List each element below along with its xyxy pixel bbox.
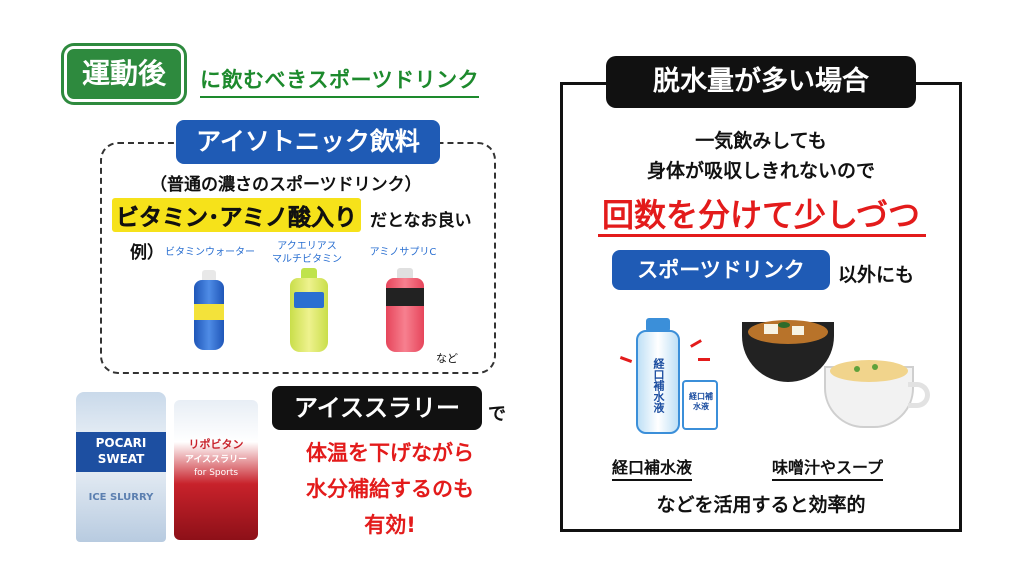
pouch-text: for Sports xyxy=(193,468,239,478)
emphasis-underline xyxy=(598,234,926,237)
pouch-text: ICE SLURRY xyxy=(88,492,154,503)
bottle-aminosupli-image xyxy=(384,268,426,352)
pouch-text: アイススラリー xyxy=(184,455,248,465)
isotonic-note: （普通の濃さのスポーツドリンク） xyxy=(150,175,422,195)
ice-slurry-line-3: 有効! xyxy=(364,513,416,537)
dehydration-line-2: 身体が吸収しきれないので xyxy=(646,160,875,182)
item-oral-rehydration: 経口補水液 xyxy=(612,454,693,481)
dehydration-emphasis: 回数を分けて少しづつ xyxy=(601,196,921,234)
ice-slurry-particle: で xyxy=(488,404,506,425)
product-label-vitaminwater: ビタミンウォーター xyxy=(165,247,255,258)
miso-soup-icon xyxy=(742,312,834,392)
dehydration-title: 脱水量が多い場合 xyxy=(606,56,916,108)
sports-drink-pill: スポーツドリンク xyxy=(612,250,830,290)
example-label: 例） xyxy=(130,243,164,263)
pouch-text: POCARI xyxy=(95,436,147,450)
item-miso-soup: 味噌汁やスープ xyxy=(772,454,884,481)
pocari-ice-slurry-image: POCARI SWEAT ICE SLURRY xyxy=(76,392,166,542)
pouch-text: SWEAT xyxy=(97,452,145,466)
soup-cup-icon xyxy=(824,352,932,434)
lipovitan-ice-slurry-image: リポビタン アイススラリー for Sports xyxy=(174,400,258,540)
dehydration-line-1: 一気飲みしても xyxy=(695,130,827,152)
products-etc: など xyxy=(436,352,458,365)
product-label-aminosupli: アミノサプリC xyxy=(369,247,437,258)
ors-bottle-text: 経口補水液 xyxy=(652,358,665,413)
ors-box-text: 経口補水液 xyxy=(689,392,713,411)
ice-slurry-line-2: 水分補給するのも xyxy=(306,477,474,501)
ice-slurry-line-1: 体温を下げながら xyxy=(306,441,474,465)
pouch-text: リポビタン xyxy=(188,438,244,451)
badge-after-exercise: 運動後 xyxy=(64,46,184,102)
sports-drink-tail: 以外にも xyxy=(838,264,915,286)
vitamin-tail: だとなお良い xyxy=(370,211,472,231)
bottle-aquarius-image xyxy=(288,268,330,352)
isotonic-title: アイソトニック飲料 xyxy=(176,120,440,164)
vitamin-highlight: ビタミン･アミノ酸入り xyxy=(112,198,362,232)
closing-line: などを活用すると効率的 xyxy=(656,494,866,516)
header-title: に飲むべきスポーツドリンク xyxy=(200,64,480,98)
product-label-aquarius: アクエリアス マルチビタミン xyxy=(272,241,342,265)
bottle-vitaminwater-image xyxy=(192,270,226,350)
ice-slurry-title: アイススラリー xyxy=(272,386,482,430)
oral-rehydration-bottle-icon: 経口補水液 経口補水液 xyxy=(619,318,730,438)
